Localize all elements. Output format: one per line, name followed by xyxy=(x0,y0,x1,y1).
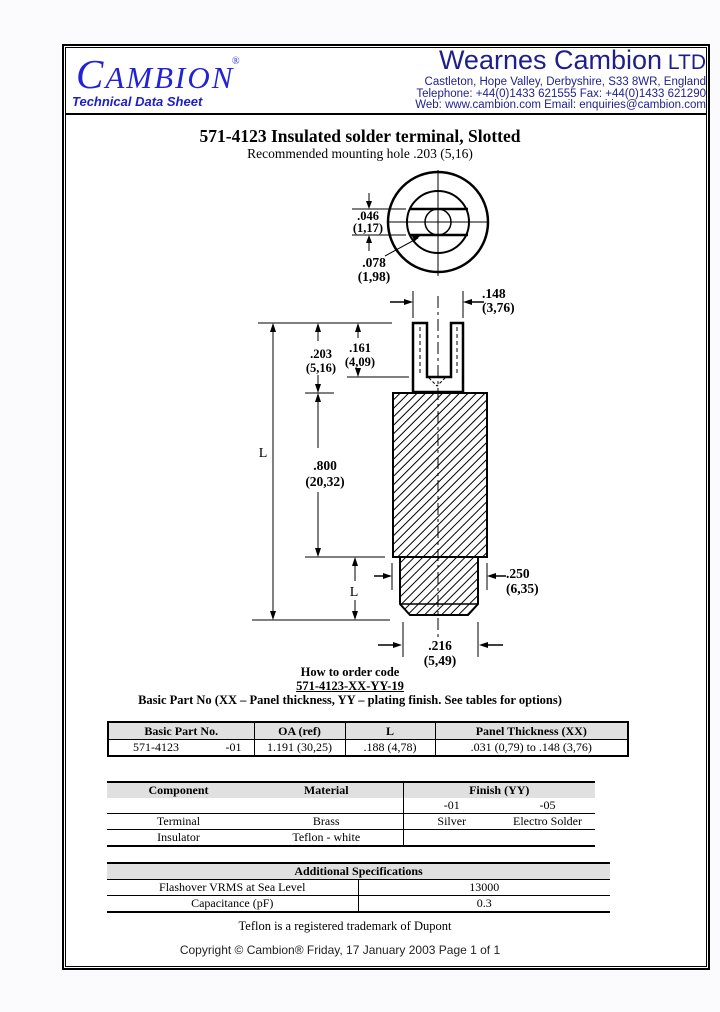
order-code-block: How to order code 571-4123-XX-YY-19 Basi… xyxy=(0,665,700,707)
cell-component: Terminal xyxy=(107,813,250,830)
copyright-line: Copyright © Cambion® Friday, 17 January … xyxy=(179,943,501,957)
cell-material: Brass xyxy=(250,813,403,830)
col-basic-part-no: Basic Part No. xyxy=(107,721,255,740)
dim-216-in: .216 xyxy=(428,638,452,653)
dim-800-in: .800 xyxy=(313,458,337,473)
cell-finish-01 xyxy=(402,829,500,846)
dim-148-in: .148 xyxy=(482,286,506,301)
specs-title: Additional Specifications xyxy=(107,863,611,880)
dim-overall-length: L xyxy=(259,446,268,461)
col-panel-thickness: Panel Thickness (XX) xyxy=(434,721,629,740)
page-subtitle: Recommended mounting hole .203 (5,16) xyxy=(247,146,473,161)
part-table-header-row: Basic Part No. OA (ref) L Panel Thicknes… xyxy=(107,721,629,740)
spec-name: Flashover VRMS at Sea Level xyxy=(107,879,358,896)
part-number: 571-4123 xyxy=(133,740,179,754)
part-variant: -01 xyxy=(225,740,242,754)
finish-subheader-row: -01 -05 xyxy=(107,798,595,814)
page-frame-inner xyxy=(65,47,707,967)
company-name: Wearnes Cambion LTD xyxy=(340,46,706,77)
empty-cell xyxy=(107,798,250,814)
order-note: Basic Part No (XX – Panel thickness, YY … xyxy=(138,693,562,707)
specs-row-flashover: Flashover VRMS at Sea Level 13000 xyxy=(107,879,611,896)
spec-value: 13000 xyxy=(357,879,611,896)
dim-hole-mm: (1,98) xyxy=(358,269,391,284)
col-finish: Finish (YY) xyxy=(402,782,595,798)
dim-148-mm: (3,76) xyxy=(482,300,515,315)
finish-col-01: -01 xyxy=(402,798,500,814)
order-code: 571-4123-XX-YY-19 xyxy=(296,679,404,693)
materials-row-terminal: Terminal Brass Silver Electro Solder xyxy=(107,813,595,830)
dim-slot-mm: (1,17) xyxy=(353,221,383,235)
company-phone-fax: Telephone: +44(0)1433 621555 Fax: +44(0)… xyxy=(416,87,706,100)
dim-lower-length: L xyxy=(350,585,359,600)
page-title: 571-4123 Insulated solder terminal, Slot… xyxy=(199,126,521,146)
technical-drawing: .046 (1,17) .078 (1,98) xyxy=(252,170,539,668)
col-l: L xyxy=(344,721,436,740)
specs-table: Additional Specifications Flashover VRMS… xyxy=(107,862,611,913)
specs-row-capacitance: Capacitance (pF) 0.3 xyxy=(107,895,611,912)
cell-finish-05 xyxy=(500,830,595,847)
col-component: Component xyxy=(107,782,250,798)
dim-250-mm: (6,35) xyxy=(506,581,539,596)
registered-mark-icon: ® xyxy=(232,56,240,67)
cell-part-no: 571-4123 -01 xyxy=(107,739,255,757)
top-view xyxy=(352,170,490,276)
dim-hole-in: .078 xyxy=(362,255,386,270)
cambion-logo: CAMBION xyxy=(76,51,235,97)
part-table-row: 571-4123 -01 1.191 (30,25) .188 (4,78) .… xyxy=(107,739,629,757)
finish-col-05: -05 xyxy=(500,798,595,814)
dim-161-mm: (4,09) xyxy=(345,355,375,369)
empty-cell xyxy=(250,798,403,814)
materials-row-insulator: Insulator Teflon - white xyxy=(107,829,595,847)
company-web-email: Web: www.cambion.com Email: enquiries@ca… xyxy=(415,99,706,111)
cell-panel: .031 (0,79) to .148 (3,76) xyxy=(434,739,629,757)
cell-material: Teflon - white xyxy=(292,830,361,844)
tagline: Technical Data Sheet xyxy=(72,94,203,109)
col-oa-ref: OA (ref) xyxy=(253,721,346,740)
cell-finish-01: Silver xyxy=(402,813,500,830)
dim-203-mm: (5,16) xyxy=(306,361,336,375)
cell-l: .188 (4,78) xyxy=(344,739,436,757)
dim-161-in: .161 xyxy=(349,341,371,355)
materials-header-row: Component Material Finish (YY) xyxy=(107,782,595,798)
dimension-lines xyxy=(252,291,506,657)
dim-slot-in: .046 xyxy=(357,209,379,223)
dim-216-mm: (5,49) xyxy=(424,653,457,668)
spec-value: 0.3 xyxy=(357,895,611,912)
cell-component: Insulator xyxy=(157,830,200,844)
company-address: Castleton, Hope Valley, Derbyshire, S33 … xyxy=(424,76,706,88)
side-view-body xyxy=(392,392,488,616)
dim-203-in: .203 xyxy=(310,347,332,361)
spec-name: Capacitance (pF) xyxy=(191,896,274,910)
materials-table: Component Material Finish (YY) -01 -05 T… xyxy=(107,781,595,847)
cell-oa: 1.191 (30,25) xyxy=(253,739,346,757)
part-table: Basic Part No. OA (ref) L Panel Thicknes… xyxy=(107,721,629,757)
dim-800-mm: (20,32) xyxy=(305,474,344,489)
company-name-suffix: LTD xyxy=(662,51,706,74)
order-heading: How to order code xyxy=(300,665,400,679)
specs-header-row: Additional Specifications xyxy=(107,863,611,880)
company-name-main: Wearnes Cambion xyxy=(438,45,663,75)
col-material: Material xyxy=(250,782,403,798)
cell-finish-05: Electro Solder xyxy=(500,813,595,830)
header-divider xyxy=(66,113,706,115)
dim-250-in: .250 xyxy=(506,566,530,581)
trademark-note: Teflon is a registered trademark of Dupo… xyxy=(238,919,452,933)
company-block: Wearnes Cambion LTD Castleton, Hope Vall… xyxy=(340,46,706,112)
slotted-terminal xyxy=(411,321,465,394)
